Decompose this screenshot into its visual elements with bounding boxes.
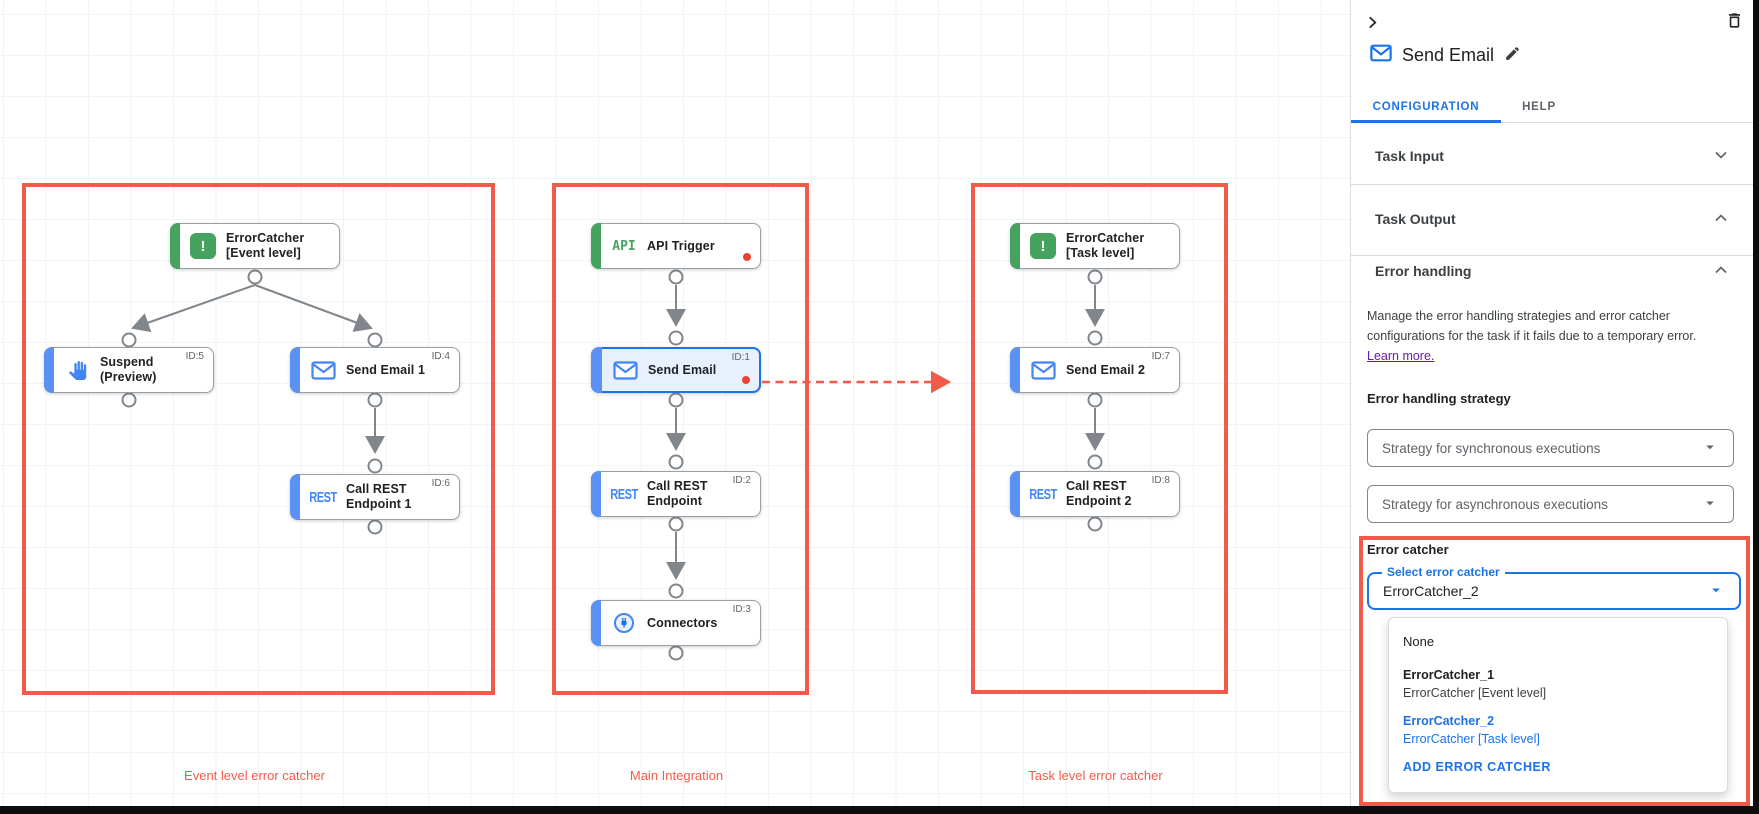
- connector-icon: [609, 611, 639, 635]
- node-suspend[interactable]: Suspend (Preview) ID:5: [44, 347, 214, 393]
- mail-icon: [1028, 360, 1058, 380]
- sync-strategy-select[interactable]: Strategy for synchronous executions: [1367, 429, 1734, 467]
- node-connectors[interactable]: Connectors ID:3: [591, 600, 761, 646]
- node-send-email-2[interactable]: Send Email 2 ID:7: [1010, 347, 1180, 393]
- frame-edge: [1753, 0, 1759, 814]
- node-error-catcher-task[interactable]: ! ErrorCatcher [Task level]: [1010, 223, 1180, 269]
- node-id-badge: ID:2: [732, 475, 751, 486]
- error-catcher-menu: None ErrorCatcher_1 ErrorCatcher [Event …: [1388, 617, 1728, 793]
- collapse-panel-icon[interactable]: [1363, 13, 1382, 37]
- rest-icon: REST: [1029, 485, 1057, 503]
- error-handling-strategy-label: Error handling strategy: [1367, 391, 1511, 406]
- node-call-rest-endpoint[interactable]: REST Call REST Endpoint ID:2: [591, 471, 761, 517]
- dropdown-caret-icon: [1701, 494, 1719, 515]
- canvas[interactable]: ! ErrorCatcher [Event level] Suspend (Prev…: [0, 0, 1350, 806]
- section-task-input[interactable]: Task Input: [1351, 148, 1753, 164]
- select-error-catcher[interactable]: Select error catcher ErrorCatcher_2: [1367, 565, 1741, 610]
- rest-icon: REST: [610, 485, 638, 503]
- error-handling-description: Manage the error handling strategies and…: [1367, 309, 1697, 343]
- error-icon: !: [1028, 233, 1058, 259]
- node-label: ErrorCatcher [Task level]: [1066, 231, 1145, 260]
- node-call-rest-endpoint-2[interactable]: REST Call REST Endpoint 2 ID:8: [1010, 471, 1180, 517]
- chevron-down-icon: [1711, 145, 1731, 168]
- node-id-badge: ID:8: [1151, 475, 1170, 486]
- menu-option-errorcatcher-2[interactable]: ErrorCatcher_2 ErrorCatcher [Task level]: [1403, 714, 1540, 746]
- node-label: Connectors: [647, 615, 718, 630]
- async-strategy-select[interactable]: Strategy for asynchronous executions: [1367, 485, 1734, 523]
- dropdown-caret-icon: [1701, 438, 1719, 459]
- menu-option-none[interactable]: None: [1403, 634, 1435, 649]
- config-panel: Send Email CONFIGURATION HELP Task Input…: [1350, 0, 1753, 806]
- main-integration-group-box: [552, 183, 809, 695]
- node-label: Call REST Endpoint 2: [1066, 479, 1132, 508]
- mail-icon: [610, 360, 640, 380]
- error-catcher-label: Error catcher: [1367, 542, 1449, 557]
- node-label: ErrorCatcher [Event level]: [226, 231, 305, 260]
- node-accent-bar: [591, 471, 601, 517]
- group-label-main-integration: Main Integration: [629, 768, 724, 783]
- node-label: Suspend (Preview): [100, 355, 157, 384]
- node-id-badge: ID:5: [185, 351, 204, 362]
- rest-icon: REST: [309, 488, 337, 506]
- node-api-trigger[interactable]: API API Trigger: [591, 223, 761, 269]
- node-label: Call REST Endpoint 1: [346, 482, 412, 511]
- learn-more-link[interactable]: Learn more.: [1367, 349, 1435, 363]
- node-accent-bar: [44, 347, 54, 393]
- select-error-catcher-float-label: Select error catcher: [1382, 565, 1505, 579]
- error-catcher-annotation-box: [1359, 536, 1750, 806]
- node-accent-bar: [591, 223, 601, 269]
- node-send-email[interactable]: Send Email ID:1: [591, 347, 761, 393]
- frame-edge: [0, 806, 1759, 814]
- node-label: Send Email 1: [346, 362, 426, 377]
- node-error-catcher-event[interactable]: ! ErrorCatcher [Event level]: [170, 223, 340, 269]
- node-accent-bar: [591, 347, 602, 393]
- node-id-badge: ID:4: [431, 351, 450, 362]
- node-accent-bar: [1010, 347, 1020, 393]
- node-accent-bar: [1010, 471, 1020, 517]
- node-accent-bar: [290, 474, 300, 520]
- group-label-task-level: Task level error catcher: [1028, 768, 1163, 783]
- mail-icon: [308, 360, 338, 380]
- hand-icon: [62, 360, 92, 380]
- node-send-email-1[interactable]: Send Email 1 ID:4: [290, 347, 460, 393]
- node-accent-bar: [170, 223, 180, 269]
- dropdown-caret-icon: [1707, 581, 1725, 602]
- section-error-handling[interactable]: Error handling: [1351, 263, 1753, 279]
- menu-option-errorcatcher-1[interactable]: ErrorCatcher_1 ErrorCatcher [Event level…: [1403, 668, 1547, 700]
- delete-task-icon[interactable]: [1725, 11, 1744, 35]
- node-id-badge: ID:7: [1151, 351, 1170, 362]
- section-task-output[interactable]: Task Output: [1351, 211, 1753, 227]
- node-id-badge: ID:3: [732, 604, 751, 615]
- node-id-badge: ID:1: [731, 352, 750, 363]
- node-label: API Trigger: [647, 238, 715, 253]
- chevron-up-icon: [1711, 208, 1731, 231]
- node-accent-bar: [290, 347, 300, 393]
- tab-help[interactable]: HELP: [1522, 101, 1556, 113]
- panel-title: Send Email: [1402, 45, 1495, 65]
- node-call-rest-endpoint-1[interactable]: REST Call REST Endpoint 1 ID:6: [290, 474, 460, 520]
- node-label: Call REST Endpoint: [647, 479, 708, 508]
- group-label-event-level: Event level error catcher: [184, 768, 325, 783]
- error-icon: !: [188, 233, 218, 259]
- edit-title-icon[interactable]: [1504, 45, 1521, 67]
- error-marker-dot: [742, 376, 750, 384]
- task-level-group-box: [971, 183, 1228, 694]
- api-icon: API: [612, 238, 636, 254]
- node-id-badge: ID:6: [431, 478, 450, 489]
- mail-icon: [1370, 44, 1392, 67]
- node-accent-bar: [1010, 223, 1020, 269]
- tab-configuration[interactable]: CONFIGURATION: [1372, 101, 1480, 113]
- node-label: Send Email: [648, 362, 717, 377]
- tab-bar: CONFIGURATION HELP: [1351, 92, 1753, 123]
- active-tab-underline: [1351, 120, 1501, 123]
- node-label: Send Email 2: [1066, 362, 1146, 377]
- error-marker-dot: [743, 253, 751, 261]
- node-accent-bar: [591, 600, 601, 646]
- event-level-group-box: [22, 183, 495, 695]
- select-error-catcher-value: ErrorCatcher_2: [1383, 583, 1479, 599]
- chevron-up-icon: [1711, 260, 1731, 283]
- add-error-catcher-button[interactable]: ADD ERROR CATCHER: [1403, 760, 1551, 774]
